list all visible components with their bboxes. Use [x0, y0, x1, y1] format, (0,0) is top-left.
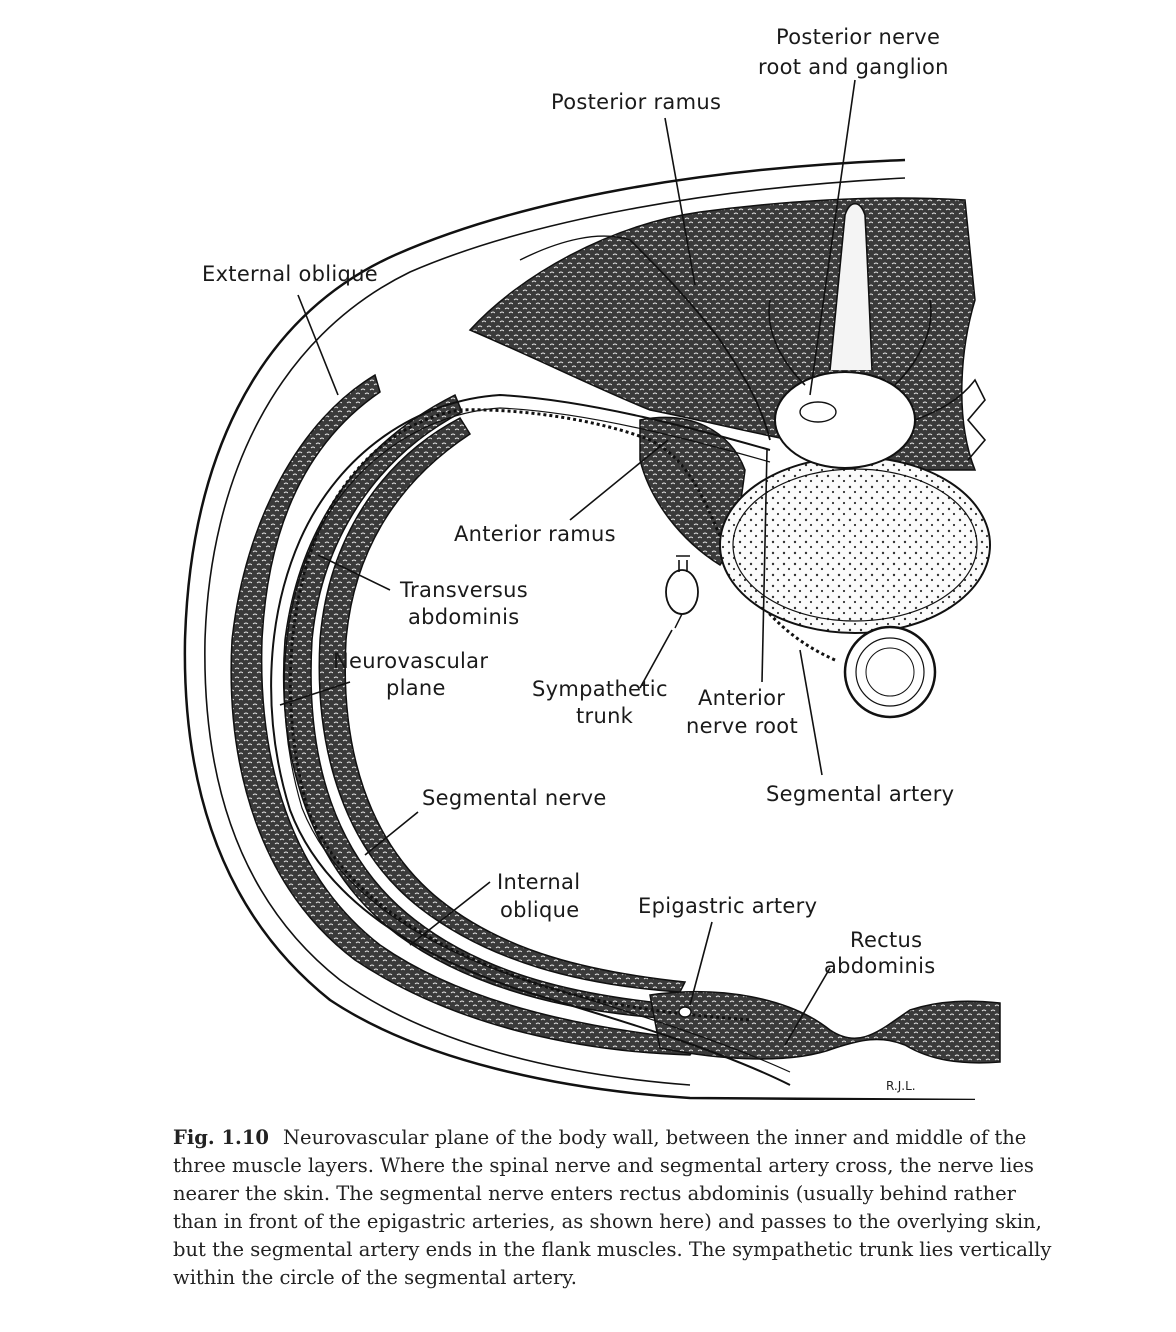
label-posterior-ramus: Posterior ramus: [551, 90, 721, 114]
segmental-nerve: [270, 393, 791, 1086]
label-anterior-nerve-root: Anterior nerve root: [686, 686, 798, 738]
label-transversus-abdominis: Transversus abdominis: [399, 578, 535, 629]
label-epigastric-artery: Epigastric artery: [638, 894, 817, 918]
caption-text: Neurovascular plane of the body wall, be…: [173, 1126, 1052, 1289]
figure-number: Fig. 1.10: [173, 1126, 269, 1149]
label-neurovascular-plane: Neurovascular plane: [333, 649, 495, 700]
spinous-process: [829, 202, 873, 371]
label-posterior-nerve-root: Posterior nerve root and ganglion: [758, 25, 949, 79]
sympathetic-trunk: [665, 569, 699, 615]
label-internal-oblique: Internal oblique: [497, 870, 587, 922]
transversus-abdominis: [318, 417, 687, 993]
rectus-abdominis: [649, 990, 1001, 1064]
skin-outline: [183, 158, 976, 1100]
label-segmental-nerve: Segmental nerve: [422, 786, 607, 810]
label-sympathetic-trunk: Sympathetic trunk: [532, 677, 675, 728]
neurovascular-diagram: Posterior nerve root and ganglion Poster…: [183, 25, 1001, 1100]
label-external-oblique: External oblique: [202, 262, 378, 286]
epigastric-artery: [678, 1006, 692, 1018]
label-rectus-abdominis: Rectus abdominis: [824, 928, 935, 978]
vertebral-body: [719, 456, 991, 634]
segmental-artery: [288, 408, 836, 1022]
aorta: [843, 625, 937, 719]
spinal-cord: [774, 371, 916, 469]
label-segmental-artery: Segmental artery: [766, 782, 954, 806]
artist-signature: R.J.L.: [886, 1079, 916, 1093]
posterior-ramus: [629, 239, 771, 441]
label-anterior-ramus: Anterior ramus: [454, 522, 616, 546]
subcutaneous-line: [204, 177, 906, 1086]
